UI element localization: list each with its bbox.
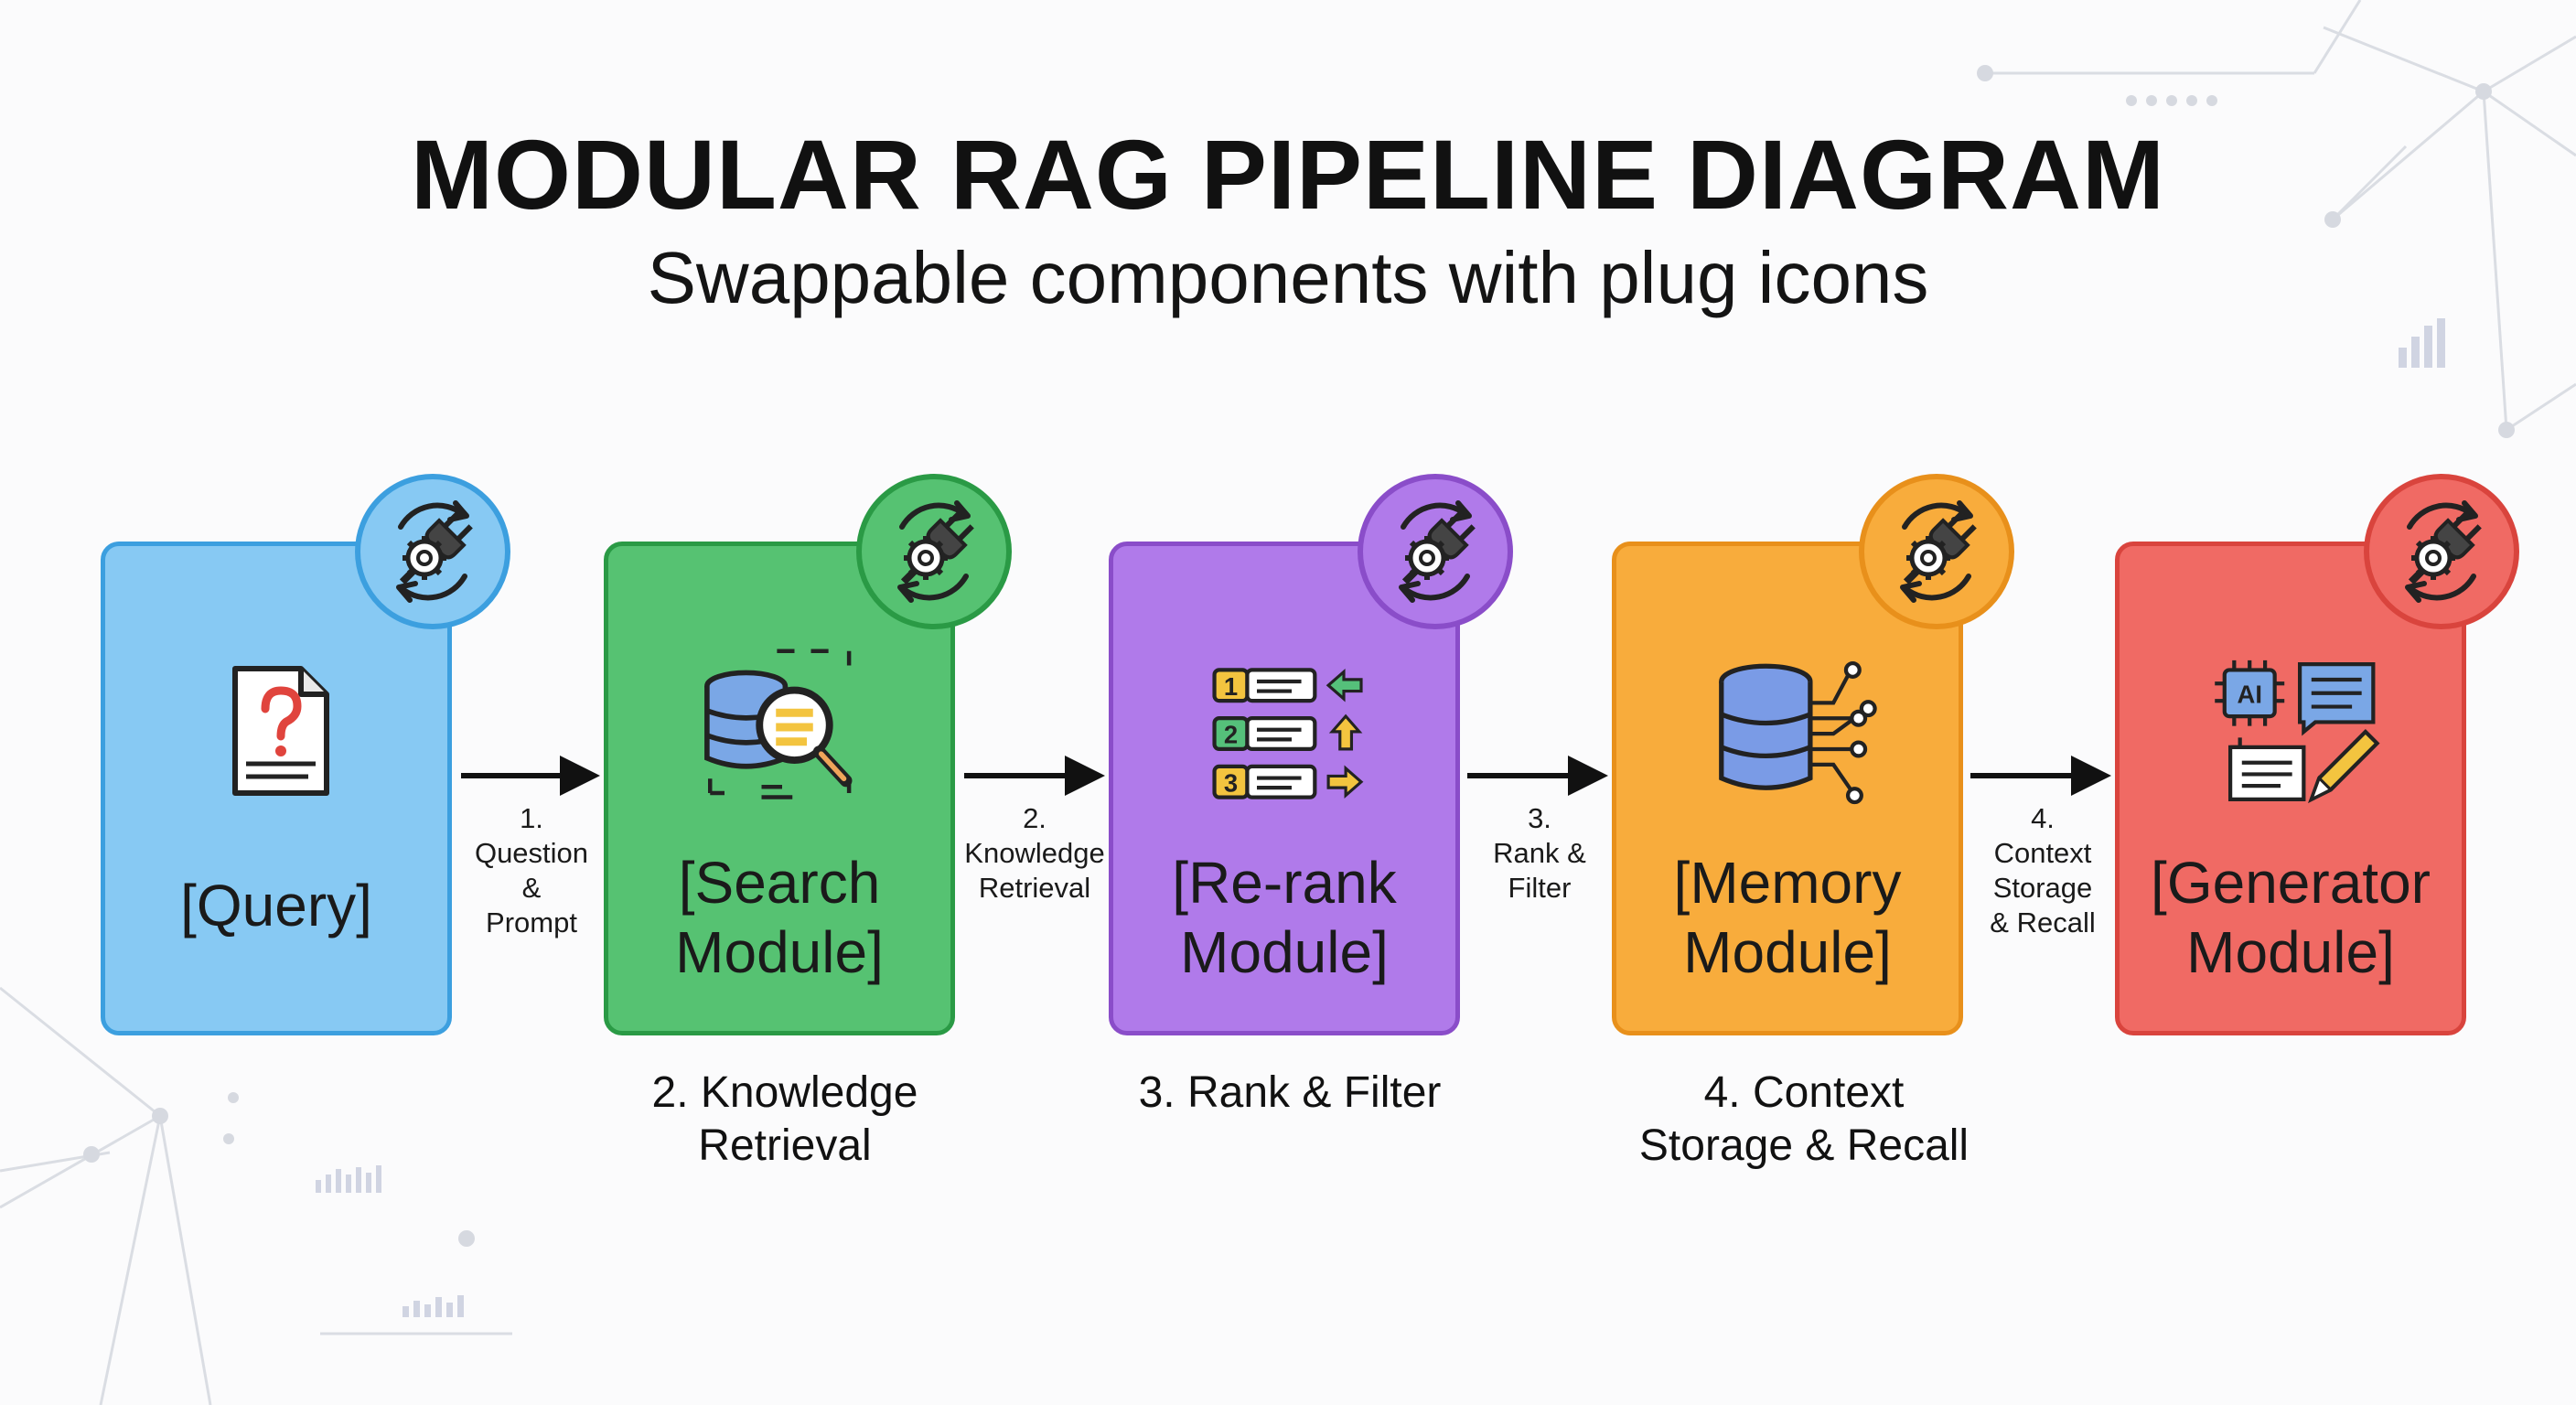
question-document-icon [232, 666, 329, 796]
connector-arrow [1467, 756, 1608, 796]
plug-swap-badge[interactable] [856, 474, 1012, 629]
ai-generator-icon: AI [2215, 660, 2380, 804]
plug-gear-swap-icon [2405, 500, 2482, 603]
plug-gear-swap-icon [396, 500, 473, 603]
ranked-list-icon: 1 2 3 [1212, 668, 1364, 799]
generator-module-card[interactable]: AI [Generator Module] [2115, 542, 2466, 1035]
connector-label-line: 2. [1023, 802, 1046, 834]
module-label-line: Module] [2186, 919, 2395, 985]
module-label-line: [Search [678, 850, 881, 916]
plug-swap-badge[interactable] [1358, 474, 1513, 629]
module-label: [Query] [180, 873, 372, 938]
diagram-subtitle: Swappable components with plug icons [647, 237, 1929, 318]
module-label-line: [Memory [1673, 850, 1902, 916]
svg-text:2: 2 [1224, 721, 1238, 749]
connector-label-line: Knowledge [964, 837, 1105, 869]
module-label-line: [Generator [2151, 850, 2431, 916]
caption-line: 2. Knowledge [651, 1068, 918, 1117]
connector-label-line: 1. [520, 802, 543, 834]
connector-label-line: Rank & [1493, 837, 1586, 869]
caption-line: Storage & Recall [1638, 1121, 1970, 1170]
connector-arrow [964, 756, 1105, 796]
plug-swap-badge[interactable] [1859, 474, 2014, 629]
connector-label-line: & [521, 872, 542, 904]
svg-text:1: 1 [1224, 672, 1238, 701]
connector-label-line: Context [1993, 837, 2092, 869]
connector-label-line: Prompt [486, 906, 577, 938]
query-module-card[interactable]: [Query] [101, 542, 452, 1035]
connector-label-line: Retrieval [978, 872, 1091, 904]
plug-swap-badge[interactable] [2364, 474, 2519, 629]
module-label-line: Module] [1180, 919, 1389, 985]
connector-label-line: Question [474, 837, 589, 869]
connector-arrow [461, 756, 600, 796]
caption-line: Retrieval [698, 1121, 872, 1170]
module-label-line: Module] [1683, 919, 1892, 985]
plug-gear-swap-icon [1399, 500, 1476, 603]
svg-text:3: 3 [1224, 768, 1238, 797]
module-label-line: Module] [675, 919, 884, 985]
connector-label-line: 4. [2031, 802, 2055, 834]
plug-gear-swap-icon [1900, 500, 1977, 603]
plug-swap-badge[interactable] [355, 474, 510, 629]
connector-label-line: Storage [1992, 872, 2093, 904]
database-search-icon [704, 649, 853, 799]
diagram-title: MODULAR RAG PIPELINE DIAGRAM [411, 119, 2165, 230]
connector-label-line: 3. [1528, 802, 1551, 834]
connector-arrow [1970, 756, 2111, 796]
caption-line: 3. Rank & Filter [1138, 1068, 1442, 1117]
svg-text:AI: AI [2238, 680, 2262, 708]
module-label-line: [Re-rank [1172, 850, 1397, 916]
search-module-card[interactable]: [Search Module] [604, 542, 955, 1035]
rerank-module-card[interactable]: 1 2 3 [Re-rank Module] [1109, 542, 1460, 1035]
connector-label-line: & Recall [1990, 906, 2096, 938]
caption-line: 4. Context [1703, 1068, 1905, 1117]
connector-label-line: Filter [1508, 872, 1572, 904]
plug-gear-swap-icon [897, 500, 974, 603]
memory-database-icon [1719, 660, 1877, 805]
memory-module-card[interactable]: [Memory Module] [1612, 542, 1963, 1035]
